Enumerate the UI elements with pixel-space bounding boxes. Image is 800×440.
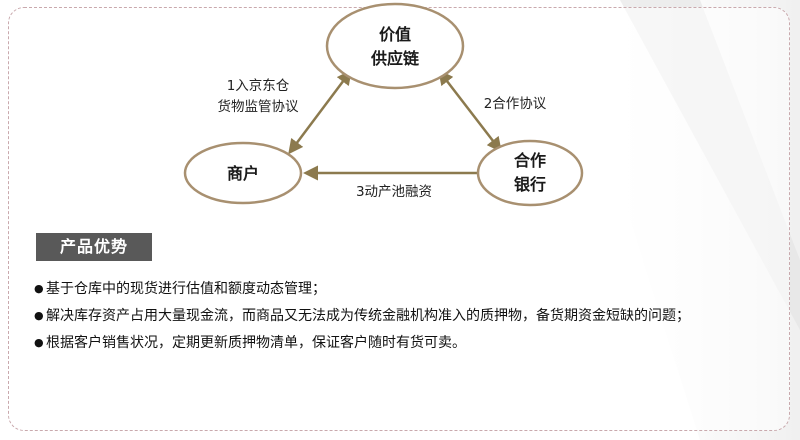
edge-merchant-value-label-line1: 1入京东仓 — [227, 78, 290, 94]
node-value-chain: 价值 供应链 — [325, 2, 465, 90]
advantages-list: ● 基于仓库中的现货进行估值和额度动态管理； ● 解决库存资产占用大量现金流，而… — [34, 276, 786, 356]
node-merchant-label: 商户 — [227, 164, 259, 183]
node-value-chain-line1: 价值 — [379, 25, 411, 44]
list-item: ● 解决库存资产占用大量现金流，而商品又无法成为传统金融机构准入的质押物，备货期… — [34, 303, 786, 329]
node-merchant: 商户 — [183, 141, 303, 205]
edge-merchant-value-arrow — [288, 69, 352, 155]
list-item: ● 基于仓库中的现货进行估值和额度动态管理； — [34, 276, 786, 302]
node-bank-line2: 银行 — [514, 175, 546, 194]
bullet-dot-icon: ● — [34, 336, 44, 349]
edge-value-bank-arrow — [438, 69, 502, 153]
edge-merchant-value-label-line2: 货物监管协议 — [218, 98, 299, 115]
node-bank-line1: 合作 — [514, 151, 546, 170]
bullet-dot-icon: ● — [34, 309, 44, 322]
edge-value-bank-label: 2合作协议 — [484, 96, 547, 112]
list-item: ● 根据客户销售状况，定期更新质押物清单，保证客户随时有货可卖。 — [34, 330, 786, 356]
list-item-text: 根据客户销售状况，定期更新质押物清单，保证客户随时有货可卖。 — [46, 335, 466, 351]
bullet-dot-icon: ● — [34, 282, 44, 295]
node-value-chain-line2: 供应链 — [370, 49, 420, 68]
relationship-diagram: 价值 供应链 商户 合作 银行 1入京东仓 货物监管协议 2合作协议 3动产池融… — [183, 2, 584, 207]
edge-bank-merchant-label: 3动产池融资 — [356, 184, 432, 200]
section-header-product-advantages: 产品优势 — [36, 233, 152, 261]
node-bank: 合作 银行 — [476, 139, 584, 207]
list-item-text: 解决库存资产占用大量现金流，而商品又无法成为传统金融机构准入的质押物，备货期资金… — [46, 308, 690, 324]
list-item-text: 基于仓库中的现货进行估值和额度动态管理； — [46, 281, 326, 297]
